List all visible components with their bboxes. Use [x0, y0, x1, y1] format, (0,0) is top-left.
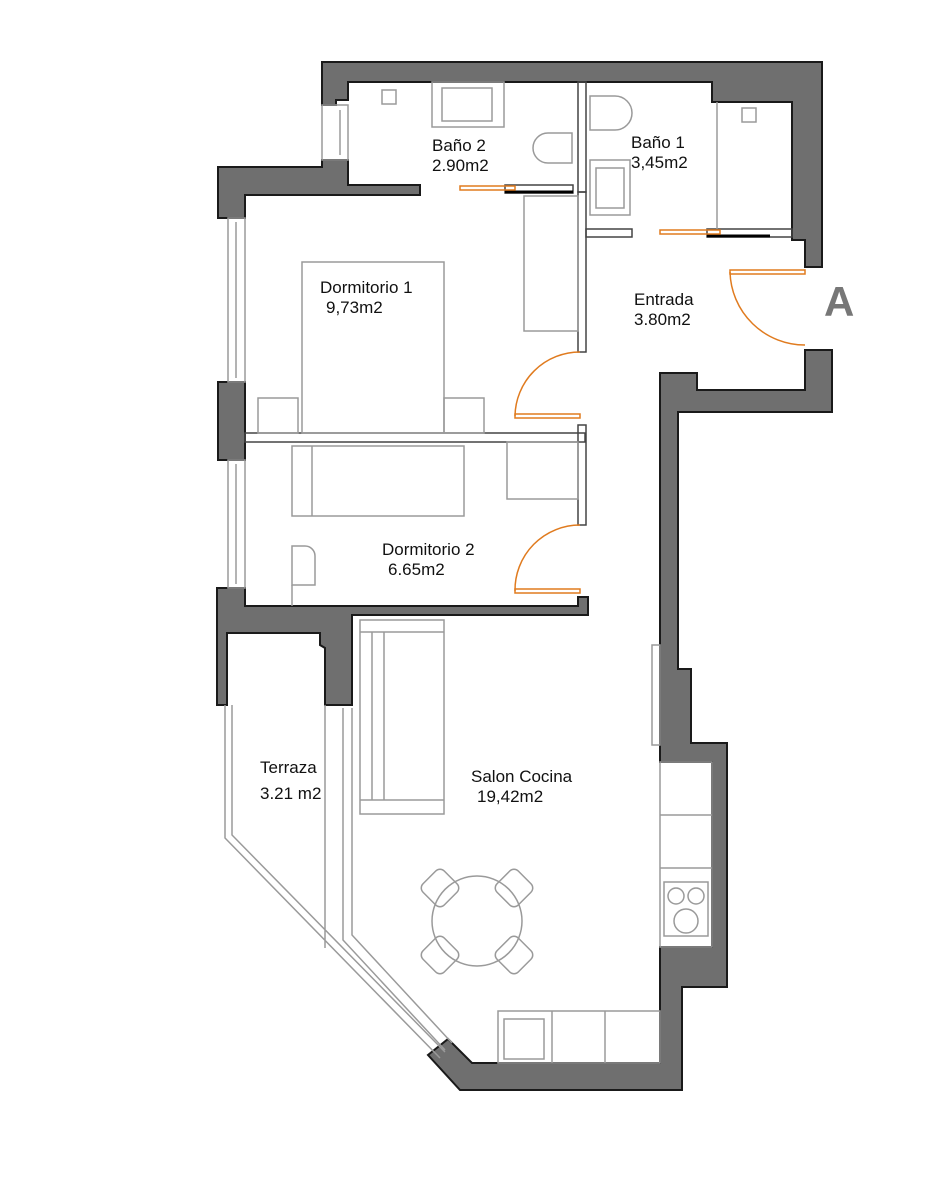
furniture: [257, 81, 757, 1064]
wall-top: [321, 61, 823, 268]
room-name: Salon Cocina: [471, 767, 573, 786]
sink-icon: [503, 1018, 545, 1060]
room-area: 3,45m2: [631, 153, 688, 172]
unit-marker: A: [824, 278, 855, 325]
room-area: 19,42m2: [477, 787, 544, 806]
room-area: 9,73m2: [326, 298, 383, 317]
room-name: Dormitorio 1: [320, 278, 413, 297]
shower-drain-icon: [381, 89, 397, 105]
toilet-icon: [589, 95, 633, 131]
chairs: [420, 868, 534, 975]
room-area: 2.90m2: [432, 156, 489, 175]
kitchen-counter: [659, 761, 713, 948]
sink-icon: [595, 167, 625, 209]
wall-lower-left: [216, 587, 589, 706]
toilet-icon: [532, 132, 573, 164]
dining-table: [431, 875, 523, 967]
windows: [227, 104, 661, 1051]
room-name: Entrada: [634, 290, 694, 309]
wall-right: [426, 349, 833, 1091]
room-area: 3.21 m2: [260, 784, 322, 803]
kitchen-counter-bottom: [497, 1010, 661, 1064]
room-label-terraza: Terraza 3.21 m2: [260, 755, 321, 807]
shower-drain-icon: [741, 107, 757, 123]
room-name: Terraza: [260, 758, 317, 777]
cooktop-icon: [663, 881, 709, 937]
bed-double: [301, 261, 445, 434]
wardrobe: [523, 195, 579, 332]
terrace-outline: [224, 705, 446, 1059]
doors: [459, 185, 806, 594]
room-name: Baño 1: [631, 133, 685, 152]
sofa: [359, 619, 445, 815]
bed-single: [291, 445, 465, 517]
room-name: Baño 2: [432, 136, 486, 155]
room-area: 3.80m2: [634, 310, 691, 329]
room-area: 6.65m2: [388, 560, 445, 579]
wall-upper-left: [217, 159, 421, 219]
wall-left-pier: [217, 381, 246, 461]
room-name: Dormitorio 2: [382, 540, 475, 559]
